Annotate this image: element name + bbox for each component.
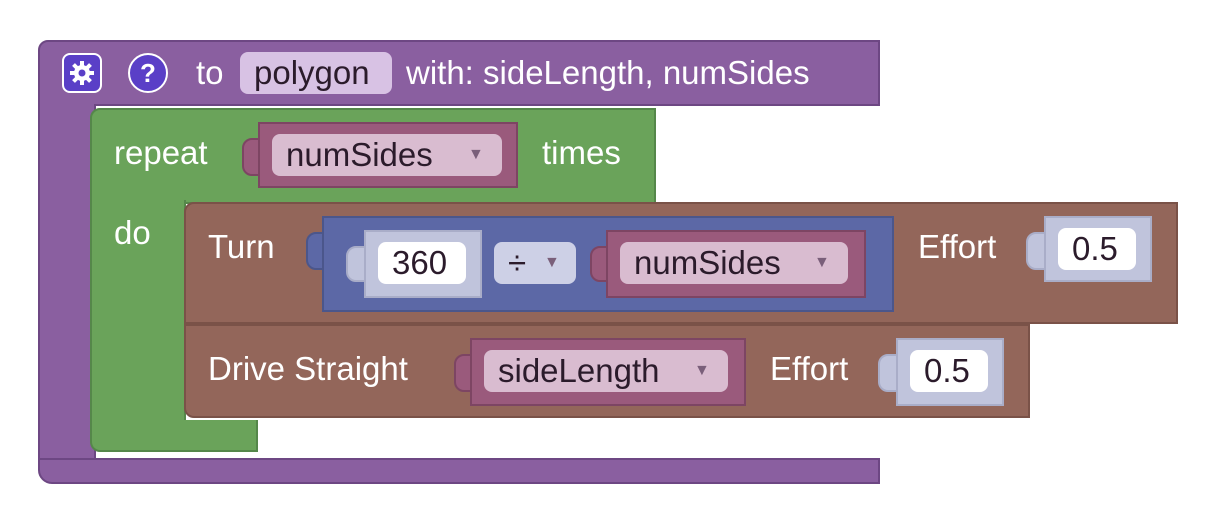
procedure-to-label: to bbox=[196, 54, 224, 91]
dropdown-arrow-icon: ▼ bbox=[694, 362, 710, 379]
dropdown-arrow-icon: ▼ bbox=[544, 254, 560, 271]
dividend-input[interactable]: 360 bbox=[378, 242, 466, 284]
procedure-block[interactable] bbox=[38, 40, 880, 106]
turn-effort-label: Effort bbox=[918, 228, 997, 265]
help-glyph: ? bbox=[140, 58, 156, 88]
repeat-count-dropdown[interactable]: numSides ▼ bbox=[272, 134, 502, 176]
divisor-value: numSides bbox=[634, 244, 781, 281]
dropdown-arrow-icon: ▼ bbox=[814, 254, 830, 271]
turn-effort-value: 0.5 bbox=[1072, 230, 1118, 267]
divisor-dropdown[interactable]: numSides ▼ bbox=[620, 242, 848, 284]
repeat-label: repeat bbox=[114, 134, 208, 171]
turn-label: Turn bbox=[208, 228, 275, 265]
dropdown-arrow-icon: ▼ bbox=[468, 146, 484, 163]
drive-effort-input[interactable]: 0.5 bbox=[910, 350, 988, 392]
operator-dropdown[interactable]: ÷ ▼ bbox=[494, 242, 576, 284]
repeat-bottom-bar bbox=[90, 420, 258, 452]
procedure-bottom-bar bbox=[38, 458, 880, 484]
question-icon[interactable]: ? bbox=[128, 53, 168, 93]
drive-straight-label: Drive Straight bbox=[208, 350, 408, 387]
procedure-left-rail bbox=[38, 104, 96, 464]
procedure-name-field[interactable]: polygon bbox=[240, 52, 392, 94]
turn-effort-input[interactable]: 0.5 bbox=[1058, 228, 1136, 270]
procedure-name: polygon bbox=[254, 54, 370, 91]
drive-effort-label: Effort bbox=[770, 350, 849, 387]
repeat-times-label: times bbox=[542, 134, 621, 171]
repeat-do-label: do bbox=[114, 214, 151, 251]
operator-value: ÷ bbox=[508, 244, 527, 281]
drive-distance-value: sideLength bbox=[498, 352, 660, 389]
procedure-params-label: with: sideLength, numSides bbox=[406, 54, 810, 91]
drive-distance-dropdown[interactable]: sideLength ▼ bbox=[484, 350, 728, 392]
dividend-value: 360 bbox=[392, 244, 448, 281]
gear-icon[interactable] bbox=[62, 53, 102, 93]
drive-effort-value: 0.5 bbox=[924, 352, 970, 389]
repeat-count-value: numSides bbox=[286, 136, 433, 173]
